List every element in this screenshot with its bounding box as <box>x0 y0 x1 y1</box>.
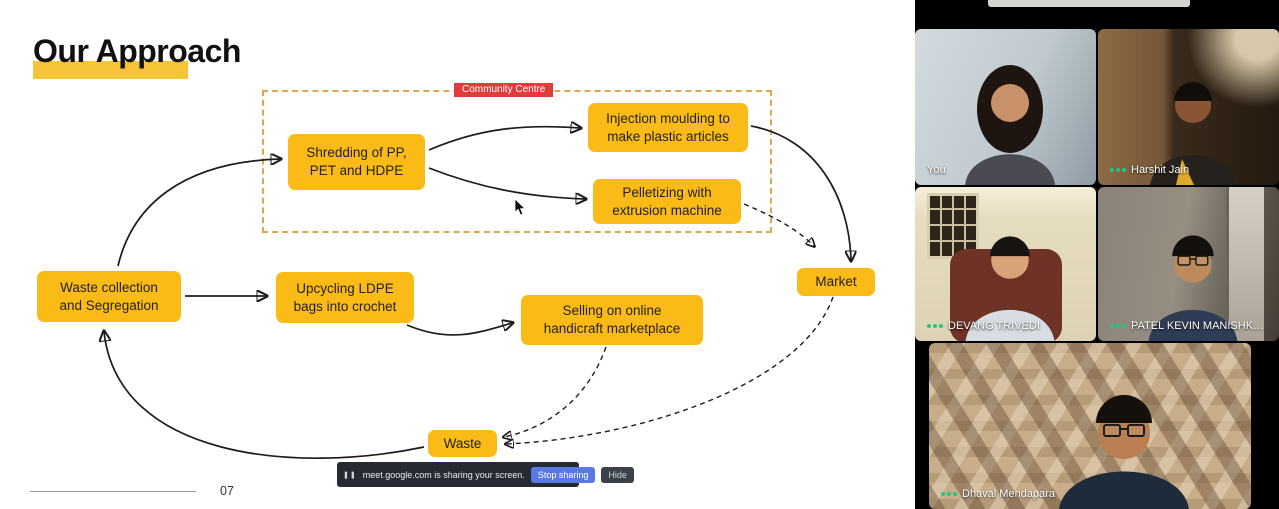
participant-name: PATEL KEVIN MANISHK… <box>1110 320 1264 332</box>
participant-name: DEVANG TRIVEDI <box>927 320 1040 332</box>
participant-tile-harshit-jain[interactable]: Harshit Jain <box>1098 29 1279 185</box>
participant-video-devang <box>965 236 1055 341</box>
participant-tile-patel-kevin[interactable]: PATEL KEVIN MANISHK… <box>1098 187 1279 341</box>
participant-video-you <box>965 65 1055 185</box>
participant-video-harshit <box>1150 82 1236 185</box>
participants-panel: You Harshit Jain <box>915 0 1279 509</box>
mouse-cursor-icon <box>514 198 527 221</box>
hide-button[interactable]: Hide <box>601 466 634 483</box>
slide-title: Our Approach <box>33 33 241 69</box>
participant-video-dhaval <box>1059 395 1189 509</box>
node-waste: Waste <box>428 430 497 457</box>
audio-indicator-icon <box>1110 168 1126 172</box>
community-centre-label: Community Centre <box>454 83 554 97</box>
footer-divider <box>30 491 196 492</box>
presentation-slide: Our Approach Community Centre Waste coll… <box>0 0 915 509</box>
audio-indicator-icon <box>927 324 943 328</box>
participant-tile-dhaval-mendapara[interactable]: Dhaval Mendapara <box>929 343 1251 509</box>
node-waste-collection: Waste collection and Segregation <box>37 271 181 322</box>
node-shredding: Shredding of PP, PET and HDPE <box>288 134 425 190</box>
node-selling-online: Selling on online handicraft marketplace <box>521 295 703 345</box>
stop-sharing-button[interactable]: Stop sharing <box>530 466 596 483</box>
audio-indicator-icon <box>941 492 957 496</box>
audio-indicator-icon <box>1110 324 1126 328</box>
participant-video-patel <box>1148 235 1238 341</box>
page-number: 07 <box>220 484 234 498</box>
door-background <box>1226 187 1264 341</box>
node-injection-moulding: Injection moulding to make plastic artic… <box>588 103 748 152</box>
participant-name: Dhaval Mendapara <box>941 488 1055 500</box>
share-message: meet.google.com is sharing your screen. <box>362 469 525 480</box>
partial-video-tile[interactable] <box>988 0 1190 7</box>
node-pelletizing: Pelletizing with extrusion machine <box>593 179 741 224</box>
share-notification-bar: ❚❚ meet.google.com is sharing your scree… <box>337 462 634 487</box>
node-market: Market <box>797 268 875 296</box>
participant-name: You <box>927 164 946 176</box>
participant-name: Harshit Jain <box>1110 164 1189 176</box>
node-upcycling: Upcycling LDPE bags into crochet <box>276 272 414 323</box>
participant-tile-you[interactable]: You <box>915 29 1096 185</box>
participant-tile-devang-trivedi[interactable]: DEVANG TRIVEDI <box>915 187 1096 341</box>
title-highlight <box>33 61 188 79</box>
pause-icon[interactable]: ❚❚ <box>343 471 357 479</box>
